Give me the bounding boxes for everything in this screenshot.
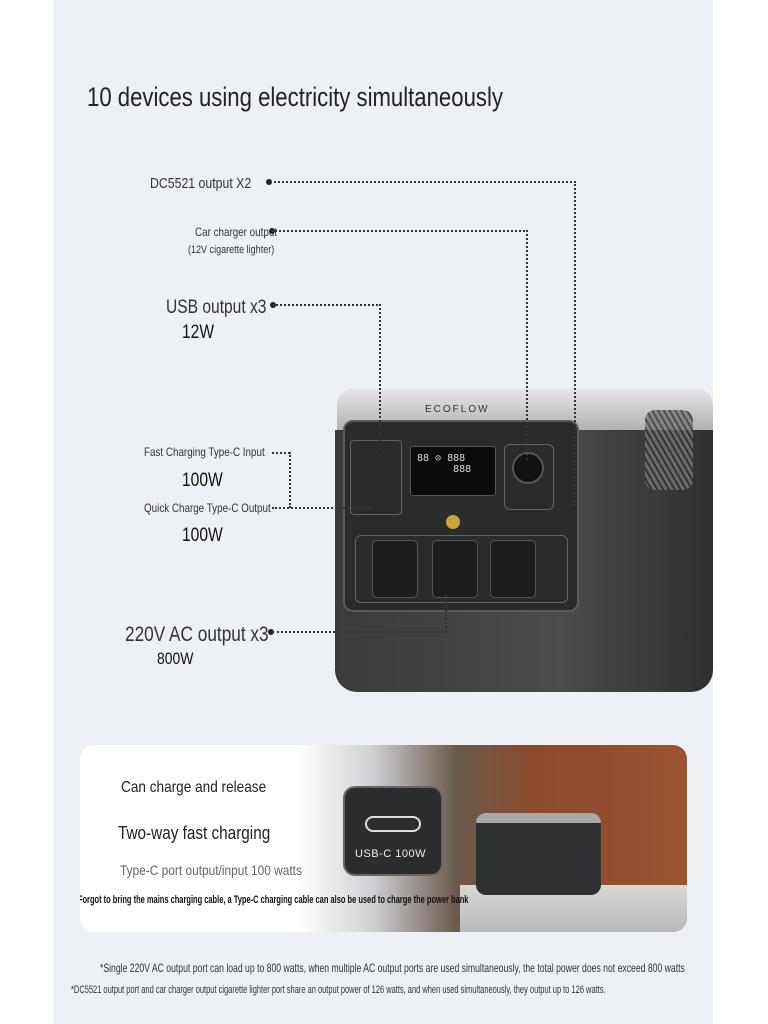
ac-watt: 800W	[157, 649, 194, 668]
leader-line	[272, 507, 372, 509]
callout-car-charger-note: (12V cigarette lighter)	[188, 244, 275, 256]
power-button	[446, 515, 460, 529]
usb-ports	[350, 440, 402, 515]
vent	[645, 410, 693, 490]
leader-line	[270, 181, 576, 183]
typec-in-watt: 100W	[182, 470, 223, 491]
callout-dc5521: DC5521 output X2	[150, 175, 252, 192]
typec-out-watt: 100W	[182, 525, 223, 546]
leader-line	[273, 304, 381, 306]
callout-car-charger: Car charger output	[195, 225, 278, 239]
pointer-dot	[268, 629, 274, 635]
ac-outlets	[355, 535, 568, 603]
ac-outlet-icon	[432, 540, 478, 598]
display-screen: 88 ⊙ 888 888	[410, 446, 496, 496]
usb-c-badge-label: USB-C 100W	[355, 848, 427, 860]
usb-watt: 12W	[182, 322, 215, 343]
device-photo	[476, 813, 601, 895]
leader-line	[272, 230, 528, 232]
footnote-ac: *Single 220V AC output port can load up …	[100, 961, 685, 975]
page-title: 10 devices using electricity simultaneou…	[87, 82, 503, 112]
callout-ac: 220V AC output x3	[125, 623, 269, 646]
callout-typec-out: Quick Charge Type-C Output	[144, 501, 271, 515]
leader-line	[526, 230, 528, 460]
leader-line	[574, 181, 576, 506]
car-socket	[512, 452, 544, 484]
ac-outlet-icon	[490, 540, 536, 598]
leader-line	[445, 595, 447, 632]
leader-line	[272, 452, 290, 454]
leader-line	[272, 631, 447, 633]
device-logo: ECOFLOW	[425, 404, 490, 415]
car-port-area	[504, 444, 554, 510]
usb-c-port-icon	[365, 816, 421, 832]
card-note: *Forgot to bring the mains charging cabl…	[80, 894, 469, 906]
callout-usb: USB output x3	[166, 297, 267, 318]
two-way-charging-card: USB-C 100W Can charge and release Two-wa…	[80, 745, 687, 932]
card-line3: Type-C port output/input 100 watts	[120, 862, 302, 878]
card-line2: Two-way fast charging	[118, 823, 271, 843]
card-line1: Can charge and release	[121, 779, 267, 796]
callout-typec-in: Fast Charging Type-C Input	[144, 445, 265, 459]
leader-line	[379, 304, 381, 450]
footnote-dc: *DC5521 output port and car charger outp…	[71, 984, 606, 996]
leader-line	[289, 452, 291, 508]
pointer-dot	[266, 179, 272, 185]
ac-outlet-icon	[372, 540, 418, 598]
usb-c-badge: USB-C 100W	[343, 786, 443, 876]
